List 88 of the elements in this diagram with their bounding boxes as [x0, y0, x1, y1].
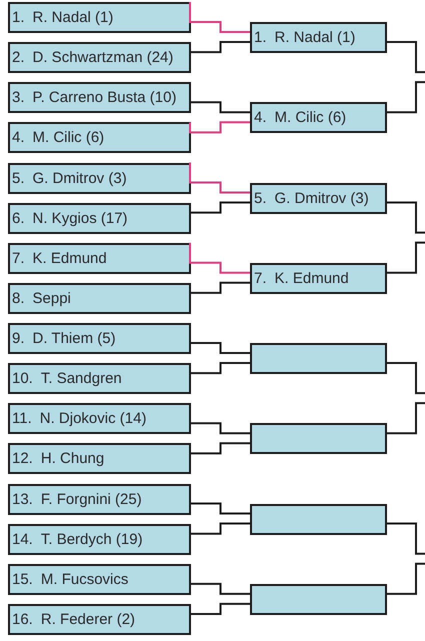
bracket-line	[386, 362, 425, 394]
draw-number: 3.	[12, 89, 25, 106]
bracket-slot	[8, 42, 191, 74]
player-name: H. Chung	[40, 450, 104, 468]
draw-number: 1.	[12, 9, 25, 26]
draw-number: 14.	[12, 530, 33, 548]
bracket-slot	[8, 282, 191, 314]
draw-number: 7.	[12, 250, 25, 267]
player-name: M. Fucsovics	[40, 570, 128, 588]
bracket-slot	[250, 22, 387, 53]
player-name: M. Cilic (6)	[32, 129, 104, 146]
bracket-line	[190, 422, 250, 434]
bracket-line	[190, 602, 250, 615]
player-name: Seppi	[32, 290, 71, 307]
draw-number: 15.	[12, 570, 33, 588]
bracket-slot	[250, 504, 387, 535]
bracket-slot	[8, 524, 191, 555]
player-name: F. Forgnini (25)	[40, 490, 142, 508]
player-name: M. Cilic (6)	[274, 109, 346, 126]
bracket-slot	[250, 343, 387, 374]
draw-number: 16.	[12, 610, 33, 628]
bracket-line	[190, 522, 250, 535]
bracket-line	[189, 2, 250, 33]
draw-number: 6.	[12, 210, 25, 227]
player-name: N. Djokovic (14)	[40, 410, 146, 428]
bracket-slot	[8, 202, 191, 234]
bracket-slot	[250, 102, 387, 134]
bracket-slot	[250, 584, 387, 615]
bracket-line	[190, 282, 250, 294]
player-name: T. Berdych (19)	[40, 530, 143, 548]
player-name: K. Edmund	[274, 270, 349, 287]
player-name: D. Schwartzman (24)	[32, 49, 174, 66]
bracket-line	[190, 362, 250, 374]
draw-number: 11.	[12, 410, 32, 428]
bracket-slot	[8, 403, 191, 434]
bracket-slot	[8, 604, 191, 635]
draw-number: 2.	[12, 49, 25, 66]
bracket-slot	[250, 262, 387, 294]
draw-number: 9.	[12, 330, 25, 348]
draw-number: 4.	[254, 109, 267, 126]
bracket-slot	[250, 423, 387, 454]
player-name: P. Carreno Busta (10)	[32, 89, 176, 106]
bracket-slot	[8, 2, 191, 33]
player-name: G. Dmitrov (3)	[32, 170, 127, 187]
bracket-slot	[8, 363, 191, 394]
bracket-line	[189, 242, 250, 274]
bracket-slot	[8, 82, 191, 114]
bracket-slot	[8, 242, 191, 274]
bracket-line	[386, 562, 425, 595]
player-name: D. Thiem (5)	[32, 330, 116, 348]
draw-number: 1.	[254, 29, 267, 46]
bracket-line	[386, 41, 425, 74]
player-name: N. Kygios (17)	[32, 210, 128, 227]
bracket-slot	[8, 484, 191, 515]
bracket-line	[386, 202, 425, 234]
player-name: R. Nadal (1)	[32, 9, 114, 26]
bracket-slot	[250, 182, 387, 214]
bracket-slot	[8, 122, 191, 154]
draw-number: 5.	[12, 170, 25, 187]
draw-number: 4.	[12, 129, 25, 146]
draw-number: 7.	[254, 270, 267, 287]
draw-number: 13.	[12, 490, 33, 508]
bracket-slot	[8, 443, 191, 474]
bracket-slot	[8, 564, 191, 595]
bracket-line	[190, 442, 250, 454]
bracket-line	[190, 582, 250, 595]
draw-number: 5.	[254, 190, 267, 207]
player-name: G. Dmitrov (3)	[274, 190, 369, 207]
bracket-line	[386, 522, 425, 555]
bracket-line	[190, 41, 250, 54]
bracket-line	[190, 202, 250, 214]
bracket-line	[189, 162, 250, 194]
player-name: R. Nadal (1)	[274, 29, 356, 46]
player-name: T. Sandgren	[40, 370, 122, 388]
player-name: K. Edmund	[32, 250, 107, 267]
bracket-line	[386, 81, 425, 114]
bracket-line	[386, 402, 425, 434]
bracket-line	[386, 242, 425, 274]
bracket-slot	[8, 162, 191, 194]
draw-number: 10.	[12, 370, 33, 388]
player-name: R. Federer (2)	[40, 610, 136, 628]
draw-number: 8.	[12, 290, 25, 307]
bracket-line	[190, 342, 250, 354]
bracket-line	[189, 121, 250, 134]
draw-number: 12.	[12, 450, 33, 468]
bracket-line	[190, 101, 250, 114]
bracket-line	[190, 502, 250, 515]
bracket-slot	[8, 323, 191, 354]
